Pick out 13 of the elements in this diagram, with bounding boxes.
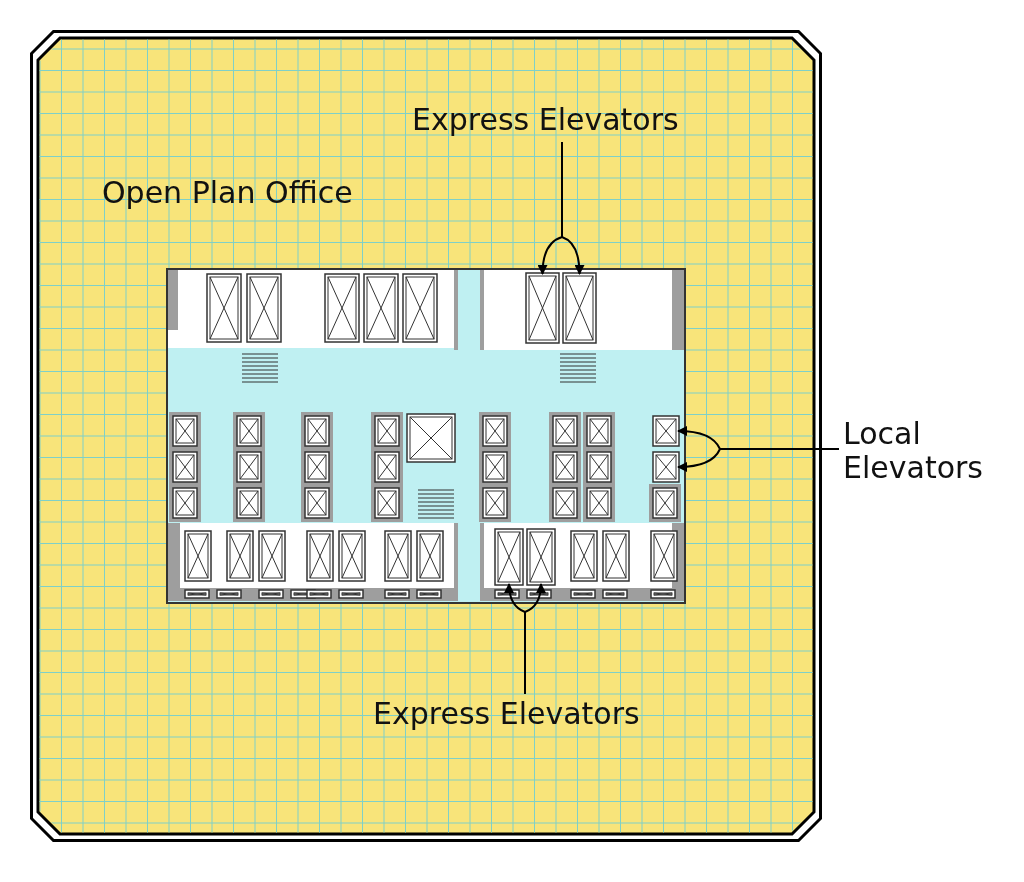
callout-label: Local Elevators	[843, 417, 1013, 485]
callout-label: Express Elevators	[373, 697, 673, 733]
elevator-car	[652, 451, 680, 483]
leader-line	[524, 583, 546, 695]
elevator-car	[526, 528, 556, 586]
leader-line	[561, 141, 585, 275]
office-floor	[30, 30, 822, 842]
area-label: Open Plan Office	[102, 176, 353, 210]
elevator-car	[525, 272, 560, 344]
elevator-car	[494, 528, 524, 586]
elevator-car	[562, 272, 597, 344]
callout-label: Express Elevators	[412, 103, 712, 139]
elevator-car	[652, 415, 680, 447]
